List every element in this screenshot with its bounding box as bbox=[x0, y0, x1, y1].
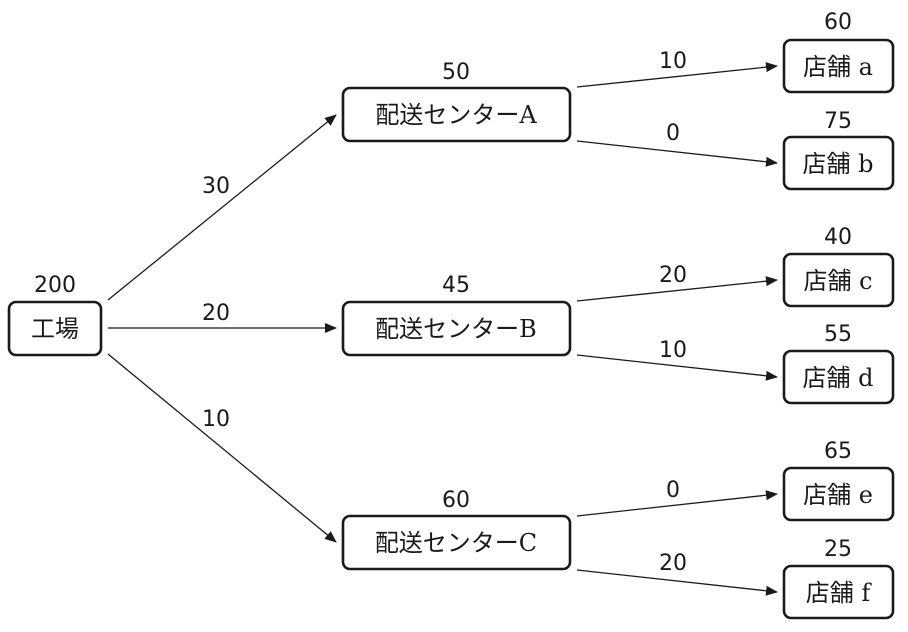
center-b-box bbox=[341, 300, 572, 357]
store-b-label: 店舗 b bbox=[803, 150, 874, 178]
center-b-label: 配送センターB bbox=[375, 315, 537, 343]
store-a-label: 店舗 a bbox=[803, 53, 873, 81]
flow-label-center-b-store-c: 20 bbox=[659, 263, 687, 288]
flow-label-center-a-store-a: 10 bbox=[659, 49, 687, 74]
edge-center-a-to-store-a bbox=[576, 62, 778, 88]
edge-factory-to-center-a bbox=[107, 114, 337, 301]
store-d-node: 55 店舗 d bbox=[782, 322, 895, 405]
store-e-box bbox=[782, 466, 895, 522]
store-f-box bbox=[782, 564, 895, 620]
store-b-quantity: 75 bbox=[824, 109, 852, 134]
edge-center-b-to-store-c bbox=[576, 276, 778, 302]
center-a-quantity: 50 bbox=[442, 60, 470, 85]
store-b-node: 75 店舗 b bbox=[782, 109, 895, 191]
factory-to-center-edges bbox=[107, 114, 337, 543]
store-a-quantity: 60 bbox=[824, 10, 852, 35]
center-c-box bbox=[341, 514, 572, 571]
center-b-quantity: 45 bbox=[442, 273, 470, 298]
factory-flow-labels: 30 20 10 bbox=[202, 174, 230, 432]
factory-box bbox=[7, 300, 103, 357]
store-e-label: 店舗 e bbox=[803, 481, 873, 509]
edge-center-c-to-store-e bbox=[576, 490, 778, 517]
center-a-box bbox=[341, 86, 572, 143]
flow-label-center-a-store-b: 0 bbox=[666, 121, 680, 146]
center-b-node: 45 配送センターB bbox=[341, 273, 572, 357]
factory-node: 200 工場 bbox=[7, 273, 103, 357]
factory-label: 工場 bbox=[31, 315, 79, 343]
store-b-box bbox=[782, 135, 895, 191]
flow-label-center-c-store-f: 20 bbox=[659, 551, 687, 576]
store-d-label: 店舗 d bbox=[803, 364, 874, 392]
store-e-quantity: 65 bbox=[824, 439, 852, 464]
edge-center-b-to-store-d bbox=[576, 354, 778, 381]
flow-label-factory-center-b: 20 bbox=[202, 301, 230, 326]
flow-label-center-c-store-e: 0 bbox=[666, 478, 680, 503]
flow-label-factory-center-c: 10 bbox=[202, 407, 230, 432]
edge-center-c-to-store-f bbox=[576, 569, 778, 596]
center-a-node: 50 配送センターA bbox=[341, 60, 572, 143]
store-f-quantity: 25 bbox=[824, 537, 852, 562]
store-f-node: 25 店舗 f bbox=[782, 537, 895, 620]
edge-center-a-to-store-b bbox=[576, 140, 778, 167]
store-e-node: 65 店舗 e bbox=[782, 439, 895, 522]
center-c-label: 配送センターC bbox=[375, 529, 537, 557]
factory-quantity: 200 bbox=[34, 273, 76, 298]
flow-label-factory-center-a: 30 bbox=[202, 174, 230, 199]
edge-factory-to-center-c bbox=[107, 353, 337, 543]
store-c-label: 店舗 c bbox=[803, 267, 872, 295]
center-to-store-edges bbox=[576, 62, 778, 596]
store-f-label: 店舗 f bbox=[806, 579, 873, 607]
center-a-label: 配送センターA bbox=[375, 101, 537, 129]
center-c-quantity: 60 bbox=[442, 488, 470, 513]
center-c-node: 60 配送センターC bbox=[341, 488, 572, 571]
store-a-box bbox=[782, 38, 895, 94]
flow-label-center-b-store-d: 10 bbox=[659, 338, 687, 363]
store-d-box bbox=[782, 349, 895, 405]
store-flow-labels: 10 0 20 10 0 20 bbox=[659, 49, 687, 576]
store-c-quantity: 40 bbox=[824, 225, 852, 250]
store-c-box bbox=[782, 252, 895, 308]
store-d-quantity: 55 bbox=[824, 322, 852, 347]
store-a-node: 60 店舗 a bbox=[782, 10, 895, 94]
store-c-node: 40 店舗 c bbox=[782, 225, 895, 308]
